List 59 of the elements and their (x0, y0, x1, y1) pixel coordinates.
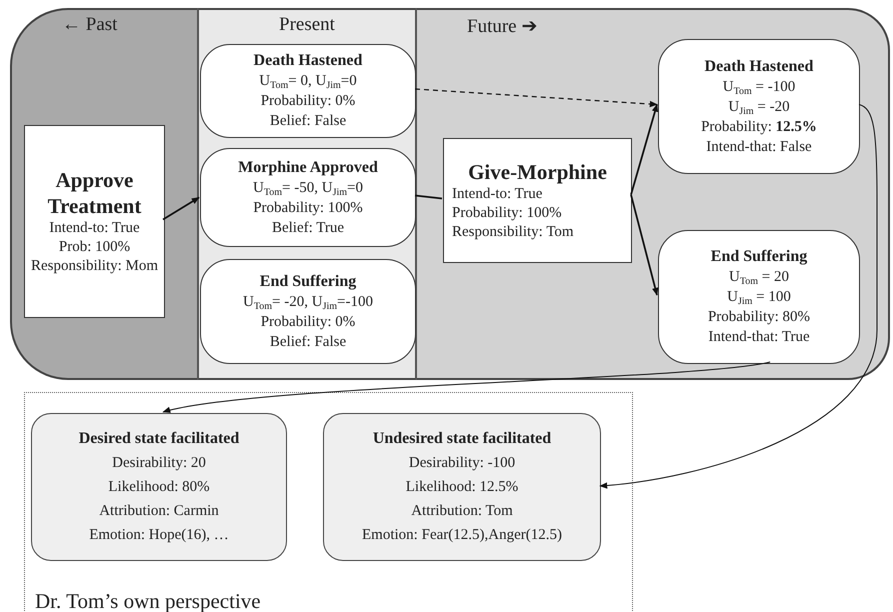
attribute-text: Probability: 0% (260, 92, 356, 111)
box-title: End Suffering (258, 272, 358, 292)
arrow (599, 104, 878, 489)
attribute-text: Emotion: Hope(16), … (88, 526, 230, 545)
state-box (200, 148, 416, 247)
box-title: Desired state facilitated (78, 429, 240, 449)
attribute-text: Probability: 100% (451, 204, 563, 223)
attribute-text: Belief: True (270, 218, 346, 238)
attribute-text: U$_{Tom}$ = 20 (728, 268, 790, 287)
attribute-text: Probability: 0% (260, 312, 356, 332)
box-title: Morphine Approved (237, 158, 379, 178)
attribute-text: U$_{Tom}$= -50, U$_{Jim}$=0 (252, 178, 364, 198)
box-title: Death Hastened (704, 56, 814, 76)
attribute-text: U$_{Jim}$ = -20 (727, 98, 791, 116)
arrow (630, 104, 658, 195)
attribute-text: Belief: False (268, 332, 348, 352)
attribute-text: Prob: 100% (58, 238, 132, 257)
box-title: Give-Morphine (467, 159, 608, 185)
attribute-text: Probability: 80% (706, 308, 812, 327)
attribute-text: U$_{Tom}$ = -100 (722, 78, 796, 96)
attribute-text: Responsibility: Mom (30, 257, 160, 276)
state-box (200, 44, 416, 138)
appraisal-box (323, 413, 601, 561)
attribute-text: U$_{Tom}$= 0, U$_{Jim}$=0 (258, 72, 358, 91)
attribute-text: U$_{Jim}$ = 100 (726, 288, 792, 307)
attribute-text: Attribution: Tom (410, 502, 514, 521)
attribute-text: Intend-to: True (451, 185, 544, 204)
state-box (658, 39, 860, 174)
box-title: End Suffering (710, 247, 808, 267)
action-box (443, 138, 632, 263)
timeline-band (10, 8, 198, 380)
state-box (200, 259, 416, 364)
timeline-band (416, 8, 890, 380)
attribute-text: Intend-that: True (707, 328, 811, 347)
attribute-text: Probability: 12.5% (700, 118, 818, 136)
attribute-text: Intend-to: True (48, 219, 141, 238)
attribute-text: Intend-that: False (705, 138, 813, 156)
box-title: Approve Treatment (46, 167, 142, 219)
attribute-text: Responsibility: Tom (451, 223, 575, 242)
action-box (24, 125, 165, 318)
timeline-band (198, 8, 416, 380)
attribute-text: Belief: False (268, 112, 348, 131)
box-title: Undesired state facilitated (372, 429, 552, 449)
band-heading: Future ➔ (467, 15, 538, 38)
attribute-text: Desirability: 20 (111, 454, 207, 473)
attribute-text: Desirability: -100 (408, 454, 516, 473)
appraisal-box (31, 413, 287, 561)
arrow (630, 194, 658, 296)
band-heading: Present (278, 14, 336, 36)
attribute-text: Emotion: Fear(12.5),Anger(12.5) (361, 526, 563, 545)
attribute-text: Likelihood: 80% (107, 478, 211, 497)
attribute-text: Likelihood: 12.5% (404, 478, 520, 497)
attribute-text: Probability: 100% (252, 198, 364, 218)
attribute-text: U$_{Tom}$= -20, U$_{Jim}$=-100 (242, 292, 374, 312)
band-heading: ← Past (62, 14, 118, 36)
box-title: Death Hastened (252, 51, 364, 71)
attribute-text: Attribution: Carmin (98, 502, 220, 521)
perspective-frame (24, 392, 633, 612)
state-box (658, 230, 860, 364)
